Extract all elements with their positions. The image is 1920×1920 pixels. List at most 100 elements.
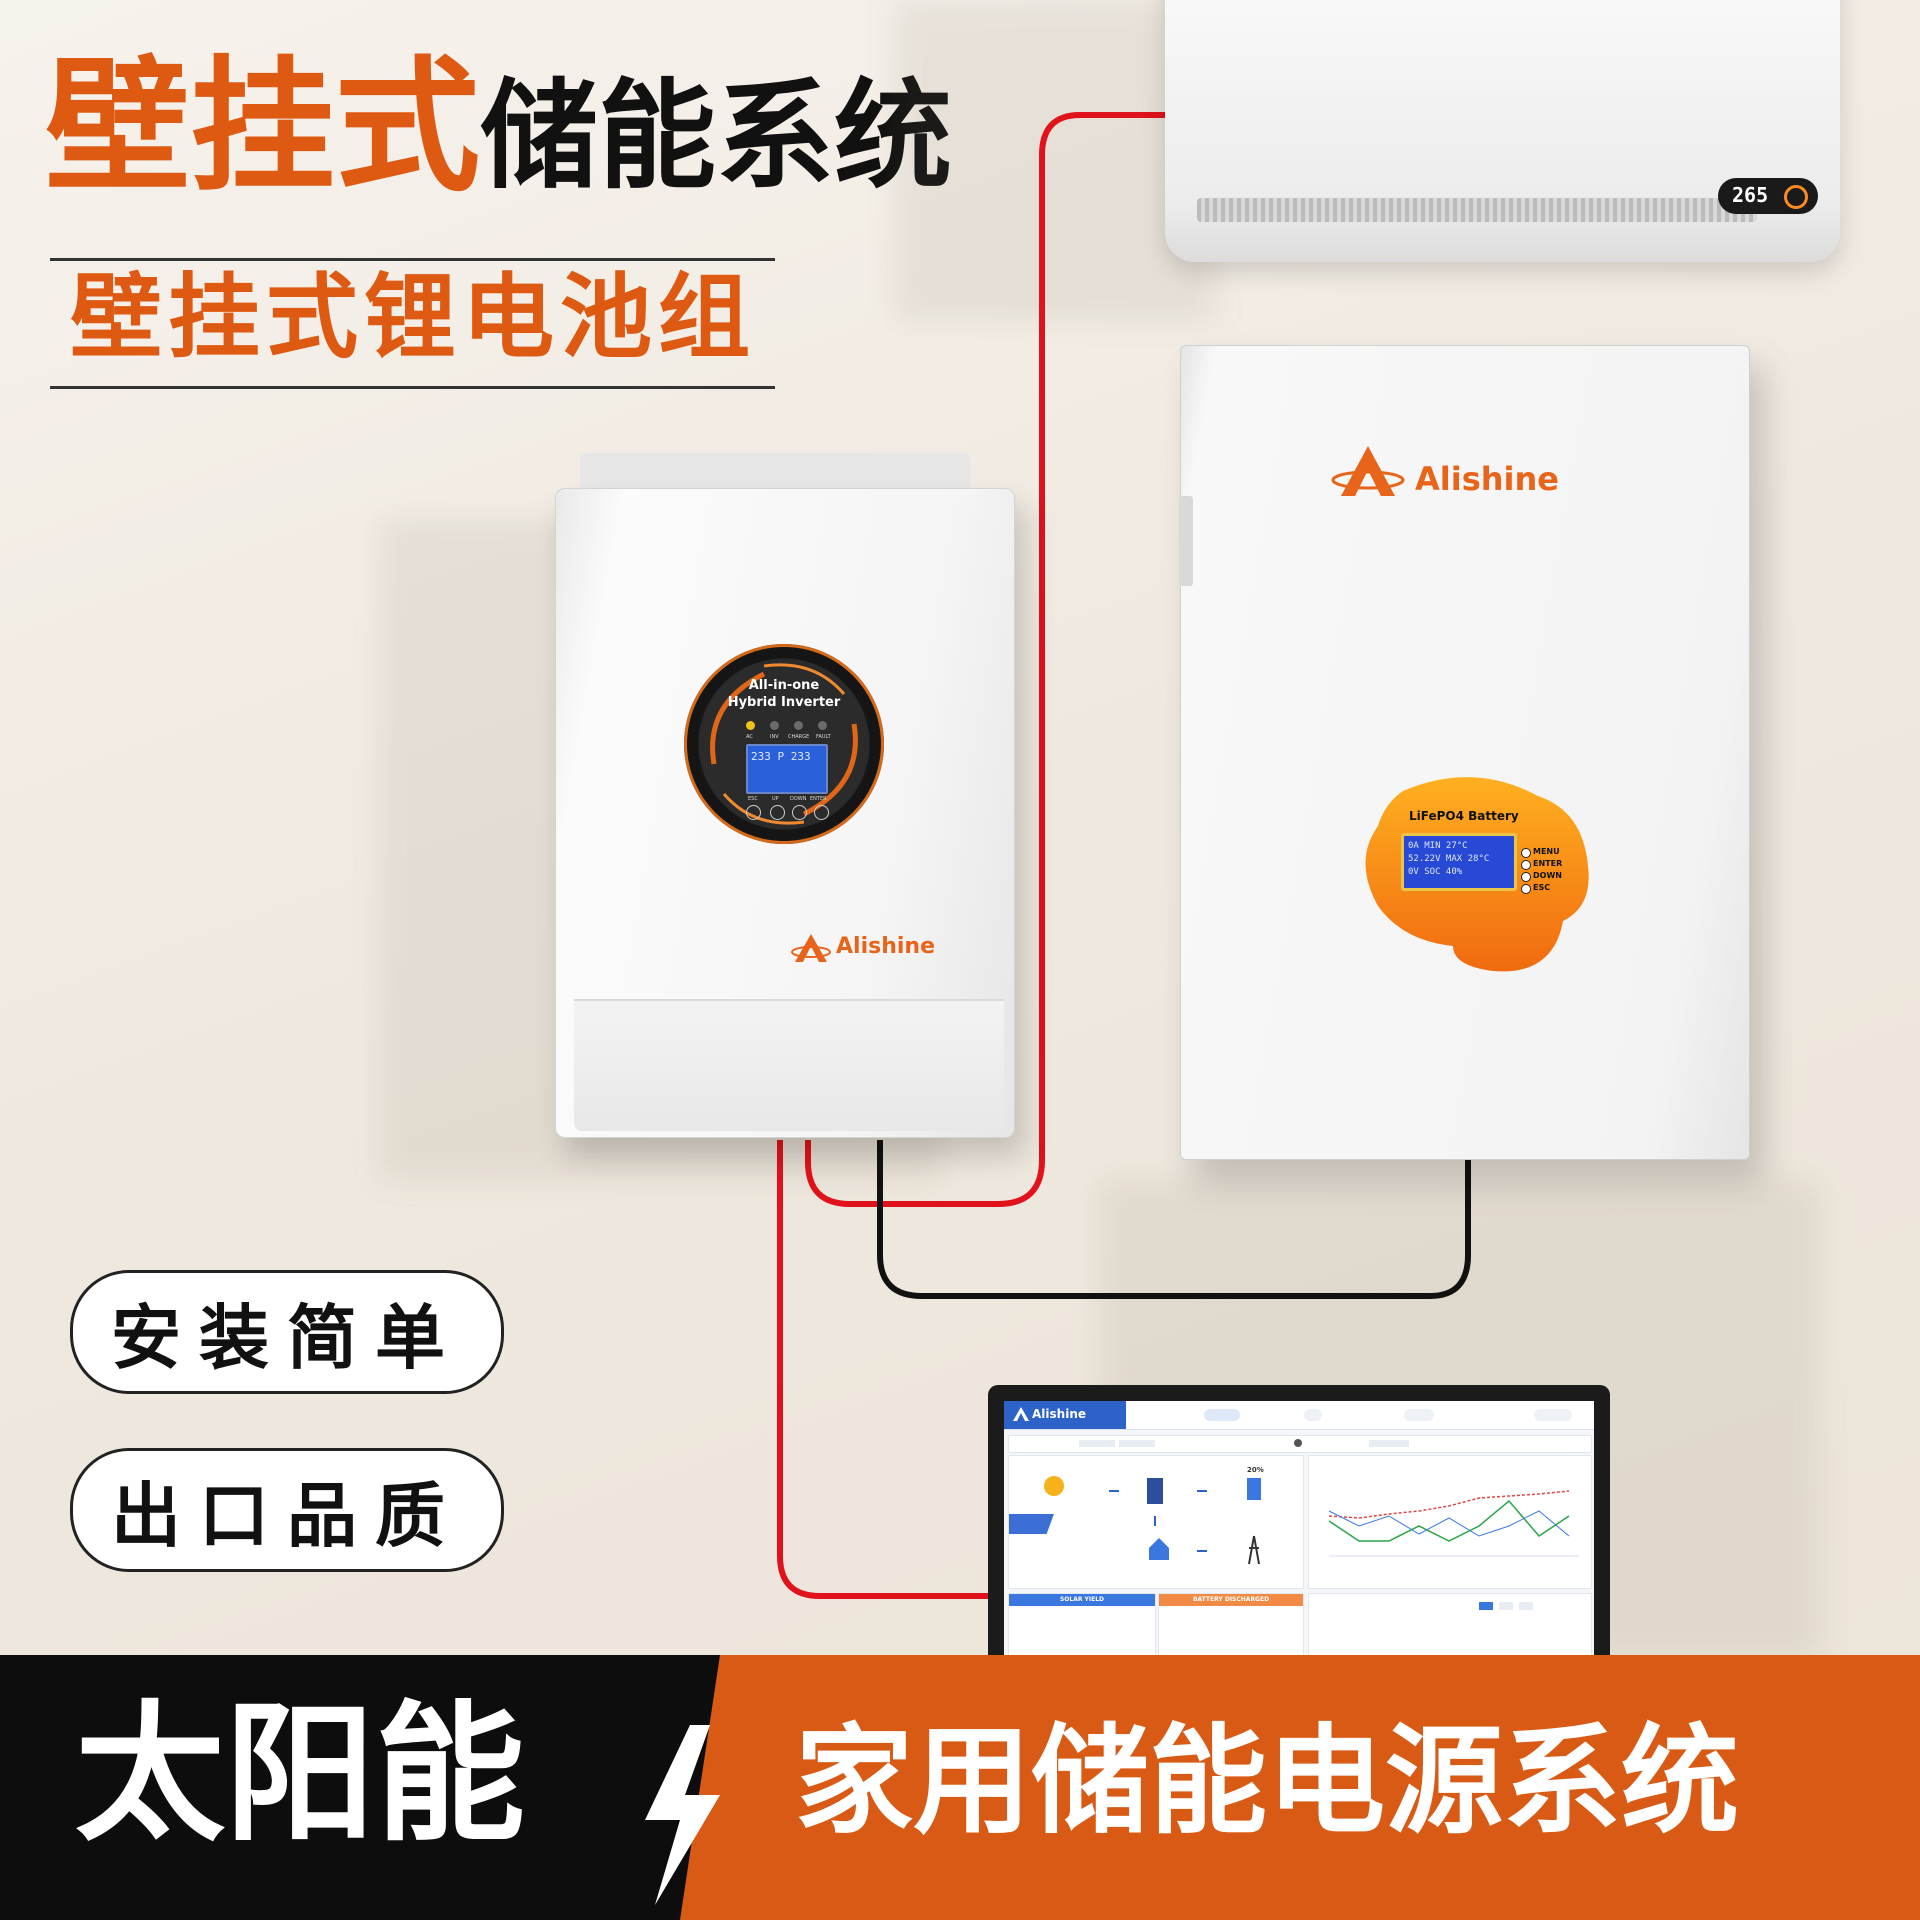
filter-select-1[interactable] [1079, 1440, 1115, 1447]
feature-export-quality: 出口品质 [70, 1448, 504, 1572]
app-brand-bar: Alishine [1004, 1401, 1126, 1429]
ac-shadow [895, 0, 1215, 320]
battery-down-button [1521, 872, 1531, 882]
battery-btn-label-enter: ENTER [1533, 859, 1563, 868]
inverter-enter-button [814, 805, 829, 820]
period-toggle-day[interactable] [1479, 1602, 1493, 1610]
led-ac [746, 721, 755, 730]
headline: 壁挂式储能系统 [45, 55, 952, 200]
alishine-logo-icon [791, 934, 831, 962]
home-icon [1149, 1538, 1169, 1560]
ac-vent [1197, 198, 1757, 222]
flow-arrows [1109, 1490, 1207, 1552]
series-blue [1328, 1510, 1570, 1537]
series-green [1328, 1499, 1570, 1542]
lightning-bolt-icon [645, 1725, 720, 1905]
battery-display-panel: LiFePO4 Battery 0A MIN 27°C 52.22V MAX 2… [1363, 771, 1593, 976]
led-inv [770, 721, 779, 730]
headline-orange: 壁挂式 [45, 43, 480, 212]
inverter-title-line1: All-in-one [748, 678, 820, 693]
ac-temperature: 265 [1732, 183, 1769, 207]
battery-enter-button [1521, 860, 1531, 870]
alishine-logo-icon [1013, 1407, 1029, 1421]
battery-lcd-line3: 0V SOC 40% [1408, 867, 1463, 877]
energy-flow-diagram [1009, 1476, 1261, 1565]
app-filter-bar [1008, 1435, 1592, 1453]
filter-select-3[interactable] [1369, 1440, 1409, 1447]
led-fault [818, 721, 827, 730]
monitoring-screen: Alishine 20% [1004, 1401, 1594, 1675]
period-toggle-month[interactable] [1499, 1602, 1513, 1610]
battery-lcd: 0A MIN 27°C 52.22V MAX 28°C 0V SOC 40% [1401, 833, 1517, 891]
divider-top [50, 258, 775, 261]
battery-esc-button [1521, 884, 1531, 894]
led-label-charge: CHARGE [788, 734, 810, 740]
sun-icon [1044, 1476, 1064, 1496]
cable-black-battery [877, 1140, 1471, 1299]
inverter-down-button [792, 805, 807, 820]
battery-hinge [1179, 496, 1193, 586]
led-label-inv: INV [770, 734, 779, 740]
banner-home-storage: 家用储能电源系统 [795, 1712, 1740, 1850]
battery-menu-button [1521, 848, 1531, 858]
series-red [1328, 1490, 1570, 1519]
divider-bottom [50, 386, 775, 389]
energy-flow-card: 20% [1008, 1455, 1304, 1589]
air-conditioner: 265 [1165, 0, 1840, 262]
inverter-control-disc: All-in-one Hybrid Inverter AC INV CHARGE… [684, 644, 884, 844]
power-chart-card [1308, 1455, 1592, 1589]
ac-power-ring-icon [1784, 185, 1808, 209]
lithium-battery-pack: Alishine LiFePO4 Battery 0A MIN 27°C 52.… [1179, 345, 1750, 1160]
alishine-logo-icon [1331, 446, 1405, 496]
battery-btn-label-down: DOWN [1533, 871, 1562, 880]
banner-solar: 太阳能 [75, 1688, 526, 1862]
ac-display: 265 [1718, 178, 1818, 214]
inverter-title-line2: Hybrid Inverter [727, 695, 841, 710]
app-tab-overview[interactable] [1204, 1409, 1240, 1421]
inverter-mount [580, 453, 970, 493]
grid-tower-icon [1248, 1535, 1260, 1565]
btn-label-up: UP [772, 796, 779, 802]
led-label-ac: AC [746, 734, 753, 740]
battery-body: Alishine LiFePO4 Battery 0A MIN 27°C 52.… [1179, 345, 1750, 1160]
inverter-up-button [770, 805, 785, 820]
app-brand: Alishine [1032, 1407, 1086, 1421]
banner-orange [680, 1655, 1920, 1920]
headline-black: 储能系统 [480, 67, 953, 205]
battery-lcd-line2: 52.22V MAX 28°C [1408, 854, 1490, 864]
battery-discharged-header: BATTERY DISCHARGED [1159, 1594, 1303, 1606]
led-charge [794, 721, 803, 730]
app-tab-two[interactable] [1304, 1409, 1322, 1421]
battery-type-label: LiFePO4 Battery [1409, 809, 1519, 823]
inverter-brand: Alishine [836, 934, 935, 959]
inverter-lcd-text: 233 P 233 [751, 750, 811, 763]
solar-yield-card: SOLAR YIELD [1008, 1593, 1156, 1675]
battery-btn-label-esc: ESC [1533, 883, 1551, 892]
battery-icon [1247, 1478, 1261, 1500]
power-line-chart [1328, 1490, 1579, 1557]
inverter-esc-button [746, 805, 761, 820]
inverter-body: All-in-one Hybrid Inverter AC INV CHARGE… [555, 488, 1015, 1138]
btn-label-down: DOWN [790, 796, 807, 802]
inverter-icon [1147, 1478, 1163, 1504]
app-header: Alishine [1004, 1401, 1594, 1430]
feature-easy-install: 安装简单 [70, 1270, 504, 1394]
solar-panel-icon [1009, 1514, 1054, 1534]
btn-label-esc: ESC [748, 796, 758, 802]
period-toggle-year[interactable] [1519, 1602, 1533, 1610]
inverter-bottom-cover [574, 999, 1004, 1131]
battery-brand: Alishine [1415, 460, 1559, 498]
monitoring-laptop: Alishine 20% [988, 1385, 1610, 1675]
solar-yield-header: SOLAR YIELD [1009, 1594, 1155, 1606]
app-tab-three[interactable] [1404, 1409, 1434, 1421]
app-user-menu[interactable] [1534, 1409, 1572, 1421]
bell-icon[interactable] [1294, 1439, 1302, 1447]
filter-select-2[interactable] [1119, 1440, 1155, 1447]
battery-btn-label-menu: MENU [1533, 847, 1560, 856]
cable-red-ac [805, 112, 1165, 1207]
battery-soc: 20% [1247, 1466, 1264, 1474]
battery-lcd-line1: 0A MIN 27°C [1408, 841, 1468, 851]
subtitle: 壁挂式锂电池组 [70, 264, 757, 371]
led-label-fault: FAULT [816, 734, 831, 740]
